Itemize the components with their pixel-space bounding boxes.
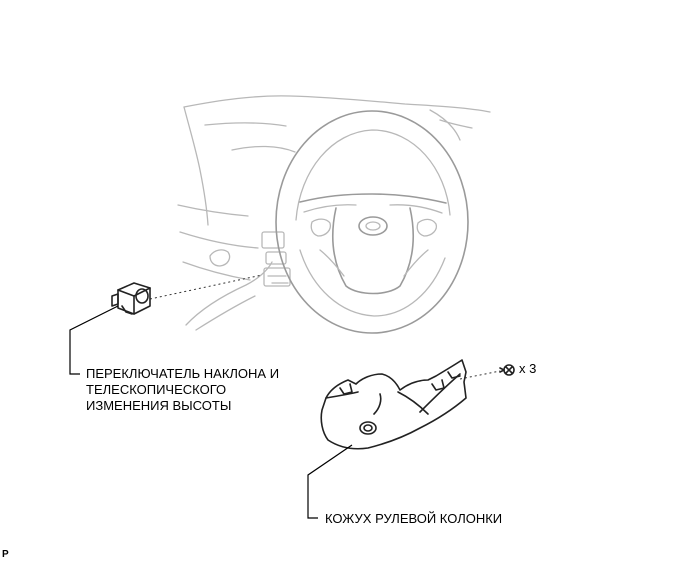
switch-leader-line [69,305,119,375]
cover-label: КОЖУХ РУЛЕВОЙ КОЛОНКИ [325,511,503,526]
screw-icon [499,364,515,376]
screw-count-label: x 3 [519,361,537,376]
switch-label-line-2: ТЕЛЕСКОПИЧЕСКОГО [86,382,227,397]
steering-wheel-dashboard-icon [177,95,491,334]
tilt-telescopic-switch-icon [111,282,151,315]
switch-label: ПЕРЕКЛЮЧАТЕЛЬ НАКЛОНА И ТЕЛЕСКОПИЧЕСКОГО… [86,366,279,414]
corner-mark: P [2,549,9,560]
steering-column-cover-icon [320,359,467,450]
switch-guide-line [149,274,263,300]
cover-leader-line [307,444,353,519]
switch-label-line-1: ПЕРЕКЛЮЧАТЕЛЬ НАКЛОНА И [86,366,280,381]
screw-guide-line [459,370,501,380]
switch-label-line-3: ИЗМЕНЕНИЯ ВЫСОТЫ [86,398,232,413]
